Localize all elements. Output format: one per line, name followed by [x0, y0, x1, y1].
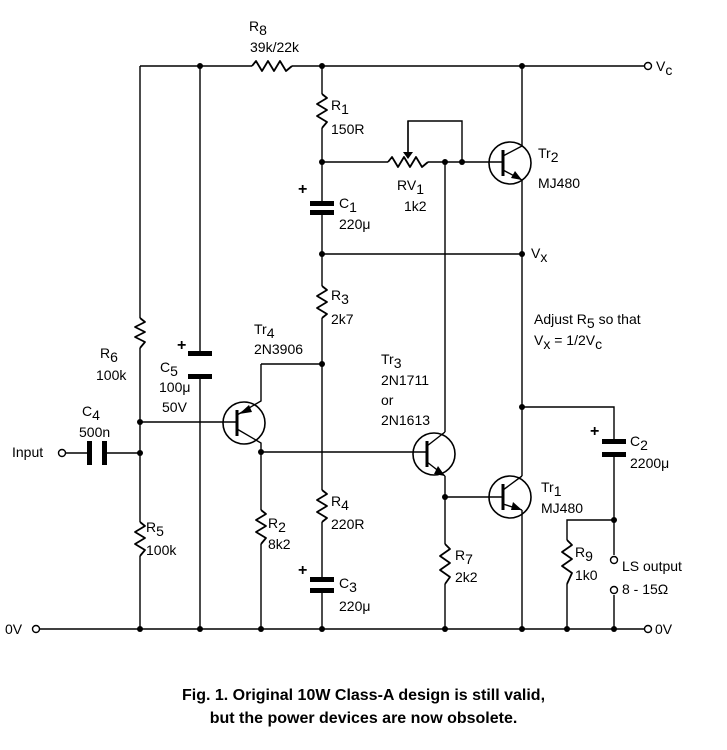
zero-v-left-terminal	[31, 624, 41, 634]
c1-label: C1	[339, 195, 357, 215]
r7-value: 2k2	[455, 569, 478, 585]
r6-label: R6	[100, 345, 118, 365]
rv1-label: RV1	[397, 177, 424, 197]
r9-value: 1k0	[575, 567, 598, 583]
transistor-tr1	[488, 475, 532, 519]
input-terminal	[57, 448, 67, 458]
figure-caption: Fig. 1. Original 10W Class-A design is s…	[0, 684, 727, 730]
adjust-note-line1: Adjust R5 so that	[534, 311, 641, 331]
r8-value: 39k/22k	[250, 39, 300, 55]
tr1-part: MJ480	[541, 500, 583, 516]
c5-plus: +	[177, 337, 186, 354]
junction-dots	[137, 63, 617, 632]
resistor-r2	[255, 509, 267, 545]
c5-label: C5	[160, 359, 178, 379]
tr1-label: Tr1	[541, 479, 562, 499]
zero-v-left-label: 0V	[5, 621, 23, 637]
zero-v-right-terminal	[643, 624, 653, 634]
capacitor-c5	[188, 351, 212, 379]
transistor-tr4	[222, 364, 266, 452]
tr3-label: Tr3	[381, 351, 402, 371]
capacitor-c4	[87, 441, 107, 465]
r5-value: 100k	[146, 542, 177, 558]
c5-value: 100μ	[159, 379, 190, 395]
r3-value: 2k7	[331, 311, 354, 327]
transistor-tr3	[412, 431, 456, 477]
ls-output-terminal-bottom	[609, 585, 619, 595]
c4-value: 500n	[79, 424, 110, 440]
r1-label: R1	[331, 97, 349, 117]
vx-label: Vx	[531, 245, 547, 265]
adjust-note-line2: Vx = 1/2Vc	[534, 332, 602, 352]
resistor-r6	[134, 317, 146, 349]
c4-label: C4	[82, 403, 100, 423]
c2-value: 2200μ	[630, 455, 669, 471]
ls-output-label: LS output	[622, 558, 682, 574]
r4-label: R4	[331, 493, 349, 513]
r8-label: R8	[249, 18, 267, 38]
c1-value: 220μ	[339, 216, 370, 232]
zero-v-right-label: 0V	[655, 621, 673, 637]
resistor-r7	[439, 543, 451, 585]
capacitor-c3	[310, 577, 334, 593]
r6-value: 100k	[96, 367, 127, 383]
c2-label: C2	[630, 433, 648, 453]
tr4-label: Tr4	[254, 321, 275, 341]
r3-label: R3	[331, 287, 349, 307]
tr3-part1: 2N1711	[381, 372, 429, 388]
input-label: Input	[12, 444, 43, 460]
r2-label: R2	[268, 515, 286, 535]
rv1-value: 1k2	[404, 198, 427, 214]
r1-value: 150R	[331, 121, 364, 137]
c3-label: C3	[339, 575, 357, 595]
resistor-r3	[316, 285, 328, 319]
component-labels: R8 39k/22k Vc R1 150R RV1 1k2 Tr2 MJ480 …	[5, 18, 682, 637]
caption-line-2: but the power devices are now obsolete.	[209, 710, 518, 727]
c5-voltage: 50V	[162, 399, 188, 415]
c3-plus: +	[298, 562, 307, 579]
resistor-r5	[134, 521, 146, 557]
c1-plus: +	[298, 181, 307, 198]
ls-output-terminal-top	[609, 555, 619, 565]
resistor-r8	[251, 60, 293, 72]
amplifier-schematic: R8 39k/22k Vc R1 150R RV1 1k2 Tr2 MJ480 …	[5, 18, 682, 637]
r9-label: R9	[575, 544, 593, 564]
resistor-r1	[316, 93, 328, 129]
tr4-part: 2N3906	[254, 341, 303, 357]
tr2-part: MJ480	[538, 175, 580, 191]
r4-value: 220R	[331, 516, 364, 532]
r7-label: R7	[455, 547, 473, 567]
r2-value: 8k2	[268, 536, 291, 552]
tr2-label: Tr2	[538, 145, 559, 165]
c3-value: 220μ	[339, 598, 370, 614]
transistor-tr2	[488, 141, 532, 185]
potentiometer-rv1	[387, 121, 429, 168]
capacitor-c2	[602, 439, 626, 457]
resistor-r4	[316, 489, 328, 523]
vc-terminal	[643, 61, 653, 71]
ls-impedance-label: 8 - 15Ω	[622, 581, 668, 597]
tr3-or: or	[381, 392, 394, 408]
c2-plus: +	[590, 423, 599, 440]
capacitor-c1	[310, 201, 334, 215]
vc-label: Vc	[656, 58, 672, 78]
r5-label: R5	[146, 519, 164, 539]
resistor-r9	[561, 539, 573, 585]
caption-line-1: Fig. 1. Original 10W Class-A design is s…	[181, 687, 546, 704]
tr3-part2: 2N1613	[381, 412, 430, 428]
